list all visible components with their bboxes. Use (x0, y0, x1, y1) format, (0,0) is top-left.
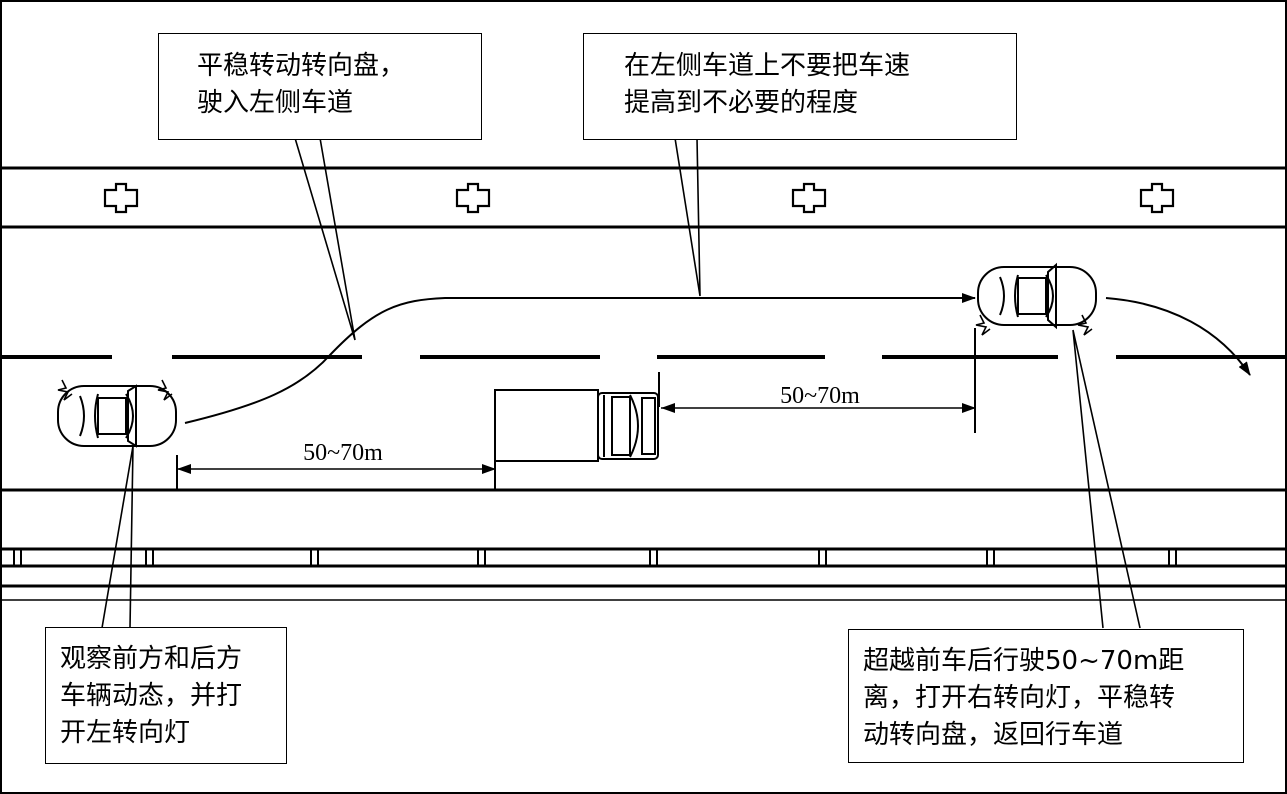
callout-line: 提高到不必要的程度 (624, 88, 859, 118)
callout-line: 动转向盘，返回行车道 (863, 720, 1124, 750)
turn-signal-flash-icon (157, 379, 173, 401)
overtaking-car-start (57, 379, 177, 448)
turn-signal-flash-icon (57, 379, 73, 401)
return-path (1105, 297, 1251, 376)
truck-trailer (494, 389, 599, 462)
median-cross-marker (455, 182, 491, 214)
guardrail (0, 547, 1287, 601)
turn-signal-flash-icon (975, 314, 991, 336)
callout-line: 驶入左侧车道 (197, 88, 354, 118)
leader-observe-and-signal (101, 445, 134, 629)
median-cross-marker (103, 182, 139, 214)
turn-signal-flash-icon (1077, 314, 1093, 336)
median-cross-marker (791, 182, 827, 214)
callout-observe-and-signal-left: 观察前方和后方 车辆动态，并打 开左转向灯 (45, 627, 287, 764)
road-lines (0, 166, 1287, 492)
callout-return-after-passing: 超越前车后行驶50~70m距 离，打开右转向灯，平稳转 动转向盘，返回行车道 (848, 629, 1244, 763)
callout-line: 车辆动态，并打 (60, 681, 243, 711)
callout-line: 超越前车后行驶50~70m距 (863, 646, 1185, 676)
overtaking-car-end (975, 262, 1097, 336)
overtaking-path (184, 293, 976, 424)
callout-line: 在左侧车道上不要把车速 (624, 51, 911, 81)
leader-return-after-passing (1072, 329, 1141, 629)
callout-leaders (101, 137, 1141, 629)
distance-ahead-truck (661, 328, 976, 433)
callout-line: 离，打开右转向灯，平稳转 (863, 683, 1176, 713)
callout-line: 观察前方和后方 (60, 644, 243, 674)
distance-behind-truck (176, 455, 496, 490)
callout-line: 开左转向灯 (60, 718, 191, 748)
distance-label-ahead: 50~70m (780, 383, 860, 409)
truck-ahead (494, 372, 660, 462)
median-markers (103, 182, 1175, 214)
median-cross-marker (1139, 182, 1175, 214)
callout-steer-into-left-lane: 平稳转动转向盘， 驶入左侧车道 (158, 33, 482, 140)
leader-speed-in-left-lane (674, 137, 701, 297)
distance-label-behind: 50~70m (303, 440, 383, 466)
callout-line: 平稳转动转向盘， (197, 51, 406, 81)
leader-steer-into-left-lane (294, 137, 356, 341)
callout-speed-in-left-lane: 在左侧车道上不要把车速 提高到不必要的程度 (583, 33, 1017, 140)
